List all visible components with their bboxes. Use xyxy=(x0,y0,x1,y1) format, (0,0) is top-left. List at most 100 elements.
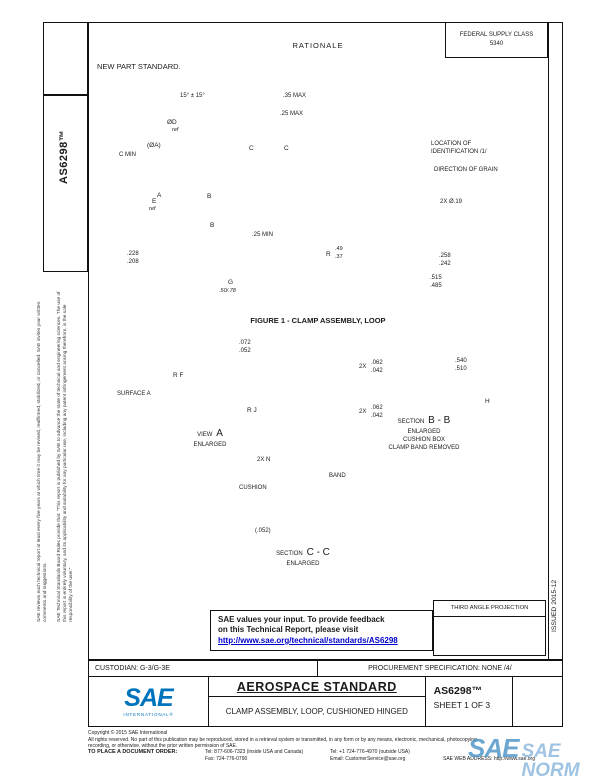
dim-dia-d-ref: ref xyxy=(172,127,179,133)
view-a-caption-letter: A xyxy=(216,428,223,439)
cc-qty-n: 2X N xyxy=(257,457,271,463)
projection-box: THIRD ANGLE PROJECTION xyxy=(433,600,546,656)
cc-band: BAND xyxy=(329,473,346,479)
feedback-line1: SAE values your input. To provide feedba… xyxy=(218,615,385,624)
sae-logo-cell: SAE INTERNATIONAL® xyxy=(88,675,209,727)
view-a-arrow-label: A xyxy=(157,192,162,199)
sheet-number: SHEET 1 OF 3 xyxy=(433,699,491,710)
disclaimer-paragraph-2: SAE reviews each technical report at lea… xyxy=(37,301,49,622)
cc-caption-word: SECTION xyxy=(276,551,303,557)
rights-line1: All rights reserved. No part of this pub… xyxy=(88,736,479,743)
location-id-line1: LOCATION OF xyxy=(431,141,472,147)
dim-angle: 15° ± 15° xyxy=(180,93,205,99)
bb-062-top: .062 xyxy=(371,360,383,366)
bb-note1: CUSHION BOX xyxy=(402,437,445,443)
bb-510: .510 xyxy=(455,366,467,372)
tel-inside: Tel: 877-606-7323 (inside USA and Canada… xyxy=(205,749,304,755)
doc-number-cell: AS6298™ SHEET 1 OF 3 xyxy=(424,675,514,727)
cc-cushion: CUSHION xyxy=(239,485,267,491)
email-address: Email: CustomerService@sae.org xyxy=(330,756,406,762)
procurement-cell: PROCUREMENT SPECIFICATION: NONE /4/ xyxy=(316,660,563,677)
right-margin-rule xyxy=(548,22,549,660)
cut-c-right: C xyxy=(284,145,289,152)
watermark-sae-logo: SAE xyxy=(468,733,519,763)
dim-holes: 2X Ø.19 xyxy=(440,199,463,205)
web-address: SAE WEB ADDRESS: http://www.sae.org xyxy=(443,756,535,762)
location-id-line2: IDENTIFICATION /1/ xyxy=(431,149,487,155)
dim-g-sub: .50/.78 xyxy=(219,288,236,294)
cc-052: (.052) xyxy=(255,528,271,534)
projection-label: THIRD ANGLE PROJECTION xyxy=(434,601,545,617)
dim-e: E xyxy=(152,198,157,205)
bb-042-bot: .042 xyxy=(371,413,383,419)
radius-r: R xyxy=(326,251,331,258)
copyright-line: Copyright © 2015 SAE International xyxy=(88,730,168,736)
cc-caption-letters: C - C xyxy=(306,547,330,558)
dim-25-max: .25 MAX xyxy=(280,111,304,117)
bb-042-top: .042 xyxy=(371,368,383,374)
dim-258: .258 xyxy=(439,253,451,259)
dim-c-min: C MIN xyxy=(119,152,136,158)
radius-f-label: R F xyxy=(173,372,184,379)
federal-supply-class-box: FEDERAL SUPPLY CLASS 5340 xyxy=(445,22,548,58)
bb-note2: CLAMP BAND REMOVED xyxy=(388,445,460,451)
grain-direction-label: DIRECTION OF GRAIN xyxy=(434,167,498,173)
doc-number: AS6298™ xyxy=(433,684,483,697)
sae-logo-subtext: INTERNATIONAL® xyxy=(123,711,174,717)
radius-49: .49 xyxy=(335,246,343,252)
bb-caption-word: SECTION xyxy=(397,419,425,425)
revision-cell xyxy=(512,675,563,727)
dim-dia-a: (ØA) xyxy=(147,142,161,149)
dim-g: G xyxy=(228,279,234,286)
dim-208: .208 xyxy=(127,259,139,265)
blank-header-box xyxy=(43,22,88,95)
bb-caption: SECTION B - B xyxy=(364,415,484,427)
order-label: TO PLACE A DOCUMENT ORDER: xyxy=(88,749,178,755)
dim-242: .242 xyxy=(439,261,451,267)
custodian-cell: CUSTODIAN: G-3/G-3E xyxy=(88,660,318,677)
watermark-row: SAE SAE NORM xyxy=(468,735,600,776)
cc-caption: SECTION C - C xyxy=(243,547,363,559)
rationale-heading: RATIONALE xyxy=(292,41,344,50)
fax-number: Fax: 724-776-0790 xyxy=(205,756,248,762)
dim-e-ref: ref xyxy=(149,206,156,212)
radius-j-label: R J xyxy=(247,407,257,414)
bb-062-bot: .062 xyxy=(371,405,383,411)
dim-228: .228 xyxy=(127,251,139,257)
view-a-caption: VIEW A xyxy=(150,428,270,440)
feedback-link[interactable]: http://www.sae.org/technical/standards/A… xyxy=(218,635,398,645)
disclaimer-paragraph-1: SAE Technical Standards Board Rules prov… xyxy=(57,291,75,622)
aerospace-standard-heading: AEROSPACE STANDARD xyxy=(208,677,425,697)
bb-enlarged: ENLARGED xyxy=(407,429,441,435)
bb-caption-letters: B - B xyxy=(428,415,451,426)
feedback-line2: on this Technical Report, please visit xyxy=(218,625,359,635)
rights-line2: recording, or otherwise, without the pri… xyxy=(88,742,238,749)
dim-515: .515 xyxy=(430,275,442,281)
watermark-text: SAE NORM xyxy=(521,741,580,776)
bb-qty-top: 2X xyxy=(359,364,367,370)
doc-number-vertical: AS6298™ xyxy=(58,129,70,184)
sae-logo: SAE xyxy=(124,683,173,712)
sae-norm-watermark: SAE SAE NORM INTERNATIONAL ———————— xyxy=(468,735,600,776)
cut-b-top: B xyxy=(207,193,212,200)
surface-a-label: SURFACE A xyxy=(117,391,151,397)
figure1-caption: FIGURE 1 - CLAMP ASSEMBLY, LOOP xyxy=(250,316,386,325)
issued-date-vertical: ISSUED 2015-12 xyxy=(551,579,558,632)
view-a-enlarged: ENLARGED xyxy=(193,442,227,448)
fsc-label: FEDERAL SUPPLY CLASS xyxy=(459,32,534,38)
cut-c-left: C xyxy=(249,145,254,152)
rationale-body: NEW PART STANDARD. xyxy=(97,62,181,71)
radius-37: .37 xyxy=(335,254,343,260)
bb-540: .540 xyxy=(455,358,467,364)
dim-052: .052 xyxy=(239,348,251,354)
dim-072: .072 xyxy=(239,340,251,346)
bb-h: H xyxy=(485,398,490,405)
cc-enlarged: ENLARGED xyxy=(286,561,320,567)
title-cell: AEROSPACE STANDARD CLAMP ASSEMBLY, LOOP,… xyxy=(207,675,426,727)
bb-qty-bot: 2X xyxy=(359,409,367,415)
dim-dia-d: ØD xyxy=(167,119,177,126)
dim-485: .485 xyxy=(430,283,442,289)
tel-outside: Tel: +1 724-776-4970 (outside USA) xyxy=(330,749,410,755)
view-a-caption-word: VIEW xyxy=(197,432,213,438)
